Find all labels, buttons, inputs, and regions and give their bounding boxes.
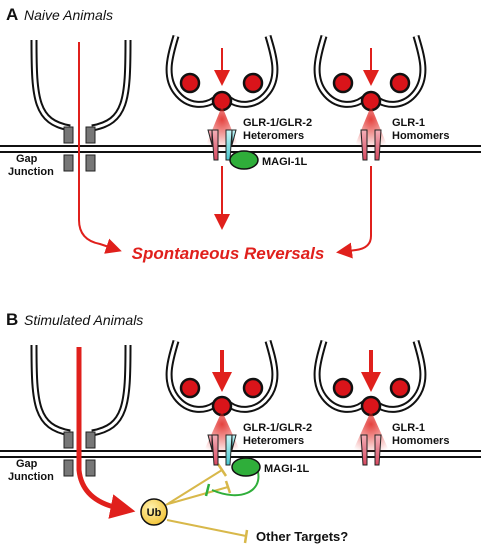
vesicle <box>332 72 354 94</box>
homomer-label-2-b: Homomers <box>392 435 449 447</box>
ub-inhibits-receptor <box>165 469 223 506</box>
heteromer-label-1-b: GLR-1/GLR-2 <box>243 422 312 434</box>
glr-1-subunit <box>211 129 219 161</box>
gap-signal-arrow-a <box>78 42 122 254</box>
ub-label: Ub <box>147 507 162 519</box>
ub-inhibits-other <box>166 519 247 537</box>
vesicle <box>332 377 354 399</box>
panel-a-letter: A <box>6 5 18 24</box>
glr-1-subunit <box>211 434 219 466</box>
gap-junction-b <box>63 431 96 477</box>
panel-b: B Stimulated Animals Gap Junction Ub <box>0 310 481 544</box>
vesicle <box>389 72 411 94</box>
synapse-heteromer-a <box>165 34 279 230</box>
panel-a-title: Naive Animals <box>24 7 113 23</box>
gap-label-1-b: Gap <box>16 458 38 470</box>
homomer-output-arrow <box>336 166 372 259</box>
magi-label-a: MAGI-1L <box>262 156 308 168</box>
heteromer-label-1-a: GLR-1/GLR-2 <box>243 117 312 129</box>
panel-a: A Naive Animals Gap Junction <box>0 5 481 263</box>
glr-2-subunit <box>225 434 233 466</box>
glr-1-subunit <box>374 434 382 466</box>
other-targets-label: Other Targets? <box>256 529 348 544</box>
panel-b-title: Stimulated Animals <box>24 312 143 328</box>
glr-1-subunit <box>360 434 368 466</box>
magi-label-b: MAGI-1L <box>264 463 310 475</box>
homomer-label-1-a: GLR-1 <box>392 117 425 129</box>
glutamate-glow <box>353 106 389 150</box>
gap-label-2-b: Junction <box>8 471 54 483</box>
synapse-homomer-b <box>313 339 427 466</box>
homomer-label-1-b: GLR-1 <box>392 422 425 434</box>
synapse-homomer-a <box>313 34 427 259</box>
glutamate-glow <box>351 411 391 455</box>
glr-1-subunit <box>374 129 382 161</box>
homomer-label-2-a: Homomers <box>392 130 449 142</box>
output-label-a: Spontaneous Reversals <box>132 244 325 263</box>
heteromer-label-2-b: Heteromers <box>243 435 304 447</box>
ub-inhibits-magi <box>167 486 229 505</box>
synapse-heteromer-b <box>165 339 279 477</box>
gap-junction-a <box>63 126 96 172</box>
heteromer-label-2-a: Heteromers <box>243 130 304 142</box>
gap-neuron-a <box>30 39 132 132</box>
glr-1-subunit <box>360 129 368 161</box>
gap-signal-arrow-b <box>76 347 136 519</box>
panel-b-letter: B <box>6 310 18 329</box>
vesicle <box>389 377 411 399</box>
gap-label-2-a: Junction <box>8 166 54 178</box>
magi-1l <box>231 457 261 477</box>
vesicle <box>242 377 264 399</box>
glutamate-glow <box>202 411 242 455</box>
gap-label-1-a: Gap <box>16 153 38 165</box>
gap-neuron-b <box>30 344 132 437</box>
glutamate-glow <box>204 106 240 150</box>
magi-feedback-inhibition <box>211 471 260 497</box>
vesicle <box>242 72 264 94</box>
ubiquitin-node <box>140 498 168 526</box>
magi-1l <box>229 150 259 170</box>
vesicle <box>179 377 201 399</box>
vesicle <box>179 72 201 94</box>
